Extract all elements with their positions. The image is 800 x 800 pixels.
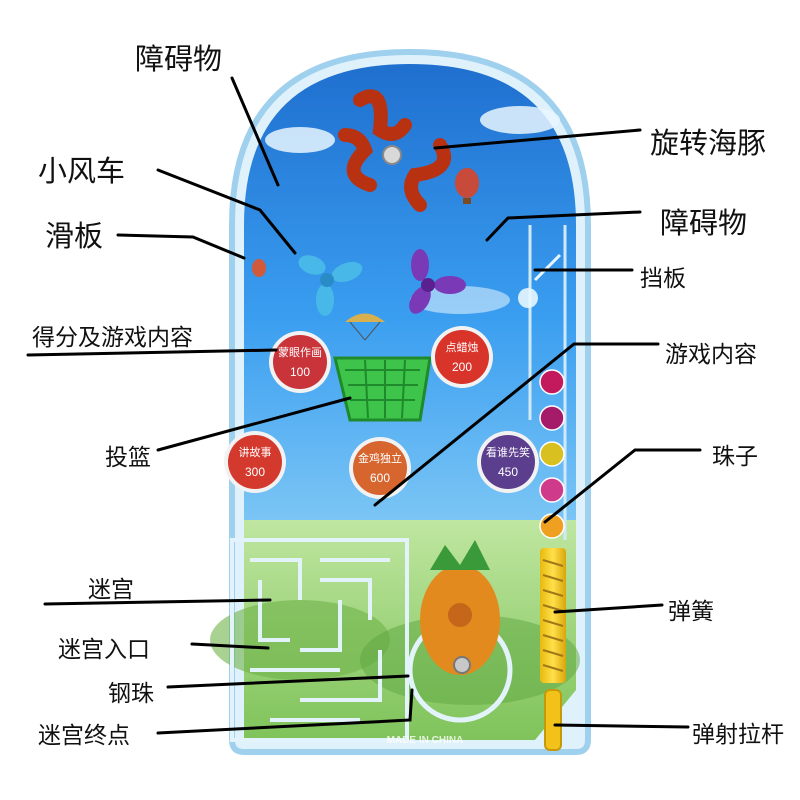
leader-obstacle-right <box>485 210 642 242</box>
ball-channel <box>518 225 567 540</box>
score-badge-title: 蒙眼作画 <box>278 346 322 359</box>
score-badge-title: 金鸡独立 <box>358 451 402 465</box>
baffle <box>533 253 562 282</box>
bead <box>539 405 565 431</box>
score-badge-disc <box>481 435 535 489</box>
label-baffle: 挡板 <box>640 266 686 292</box>
score-badge-title: 讲故事 <box>239 445 272 459</box>
leader-game-content <box>373 342 660 507</box>
score-badges: 蒙眼作画 100 点蜡烛 200 讲故事 300 金鸡独立 600 看谁先笑 450 <box>224 326 539 499</box>
score-badge: 看谁先笑 450 <box>477 431 539 493</box>
leader-steel-ball <box>166 674 410 689</box>
label-slide: 滑板 <box>45 219 104 253</box>
label-maze-entrance: 迷宫入口 <box>58 637 150 663</box>
score-badge: 点蜡烛 200 <box>431 326 493 388</box>
bead <box>539 369 565 395</box>
bead <box>539 441 565 467</box>
leader-maze-end <box>156 688 414 735</box>
leader-basket <box>156 396 352 452</box>
score-badge-value: 600 <box>370 471 390 485</box>
pineapple-house <box>420 540 500 675</box>
label-spring: 弹簧 <box>668 599 714 625</box>
leader-pinwheel <box>156 168 297 255</box>
leader-slide <box>116 233 246 260</box>
label-maze-end: 迷宫终点 <box>38 723 130 749</box>
label-plunger: 弹射拉杆 <box>692 722 784 748</box>
pinwheel-blue <box>298 255 363 316</box>
leader-obstacle-top <box>230 76 280 187</box>
label-obstacle-right: 障碍物 <box>660 206 748 240</box>
label-score-content: 得分及游戏内容 <box>32 325 193 351</box>
score-badge: 讲故事 300 <box>224 431 286 493</box>
bead <box>539 477 565 503</box>
made-in-label: MADE IN CHINA <box>387 735 464 746</box>
label-game-content: 游戏内容 <box>665 342 757 368</box>
score-badge: 蒙眼作画 100 <box>269 331 331 393</box>
label-basket: 投篮 <box>105 445 151 471</box>
score-badge-value: 300 <box>245 465 265 479</box>
label-steel-ball: 钢珠 <box>108 681 154 707</box>
leader-score <box>26 348 278 357</box>
parachute <box>345 313 385 341</box>
score-badge: 金鸡独立 600 <box>349 437 411 499</box>
score-badge-title: 看谁先笑 <box>486 445 530 459</box>
leader-maze-entrance <box>190 642 270 650</box>
score-badge-disc <box>228 435 282 489</box>
label-beads: 珠子 <box>712 444 758 470</box>
cloud <box>410 286 510 314</box>
score-badge-disc <box>353 441 407 495</box>
leader-dolphin <box>433 128 642 150</box>
spring-plunger <box>540 548 566 751</box>
plunger-handle <box>544 689 562 751</box>
leader-beads <box>543 448 702 524</box>
label-obstacle-top: 障碍物 <box>135 42 223 76</box>
hot-air-balloon <box>455 168 479 204</box>
leader-spring <box>553 603 664 614</box>
label-pinwheel: 小风车 <box>38 154 126 188</box>
hill <box>210 600 390 680</box>
label-spinning-dolphin: 旋转海豚 <box>650 126 767 160</box>
cloud <box>265 127 335 153</box>
score-badge-disc <box>273 335 327 389</box>
score-badge-value: 200 <box>452 360 472 374</box>
hot-air-balloon <box>252 259 266 277</box>
score-badge-disc <box>435 330 489 384</box>
pinwheel-purple <box>409 249 466 314</box>
label-maze: 迷宫 <box>88 577 134 603</box>
leader-plunger <box>553 723 690 729</box>
leader-lines <box>26 76 702 735</box>
score-badge-value: 100 <box>290 365 310 379</box>
basketball-hoop <box>333 356 432 422</box>
score-badge-title: 点蜡烛 <box>446 341 479 354</box>
steel-ball <box>453 656 471 674</box>
spinning-dolphin <box>338 89 452 212</box>
spring <box>540 548 566 683</box>
score-badge-value: 450 <box>498 465 518 479</box>
leader-maze <box>43 598 272 606</box>
cloud <box>480 106 560 134</box>
